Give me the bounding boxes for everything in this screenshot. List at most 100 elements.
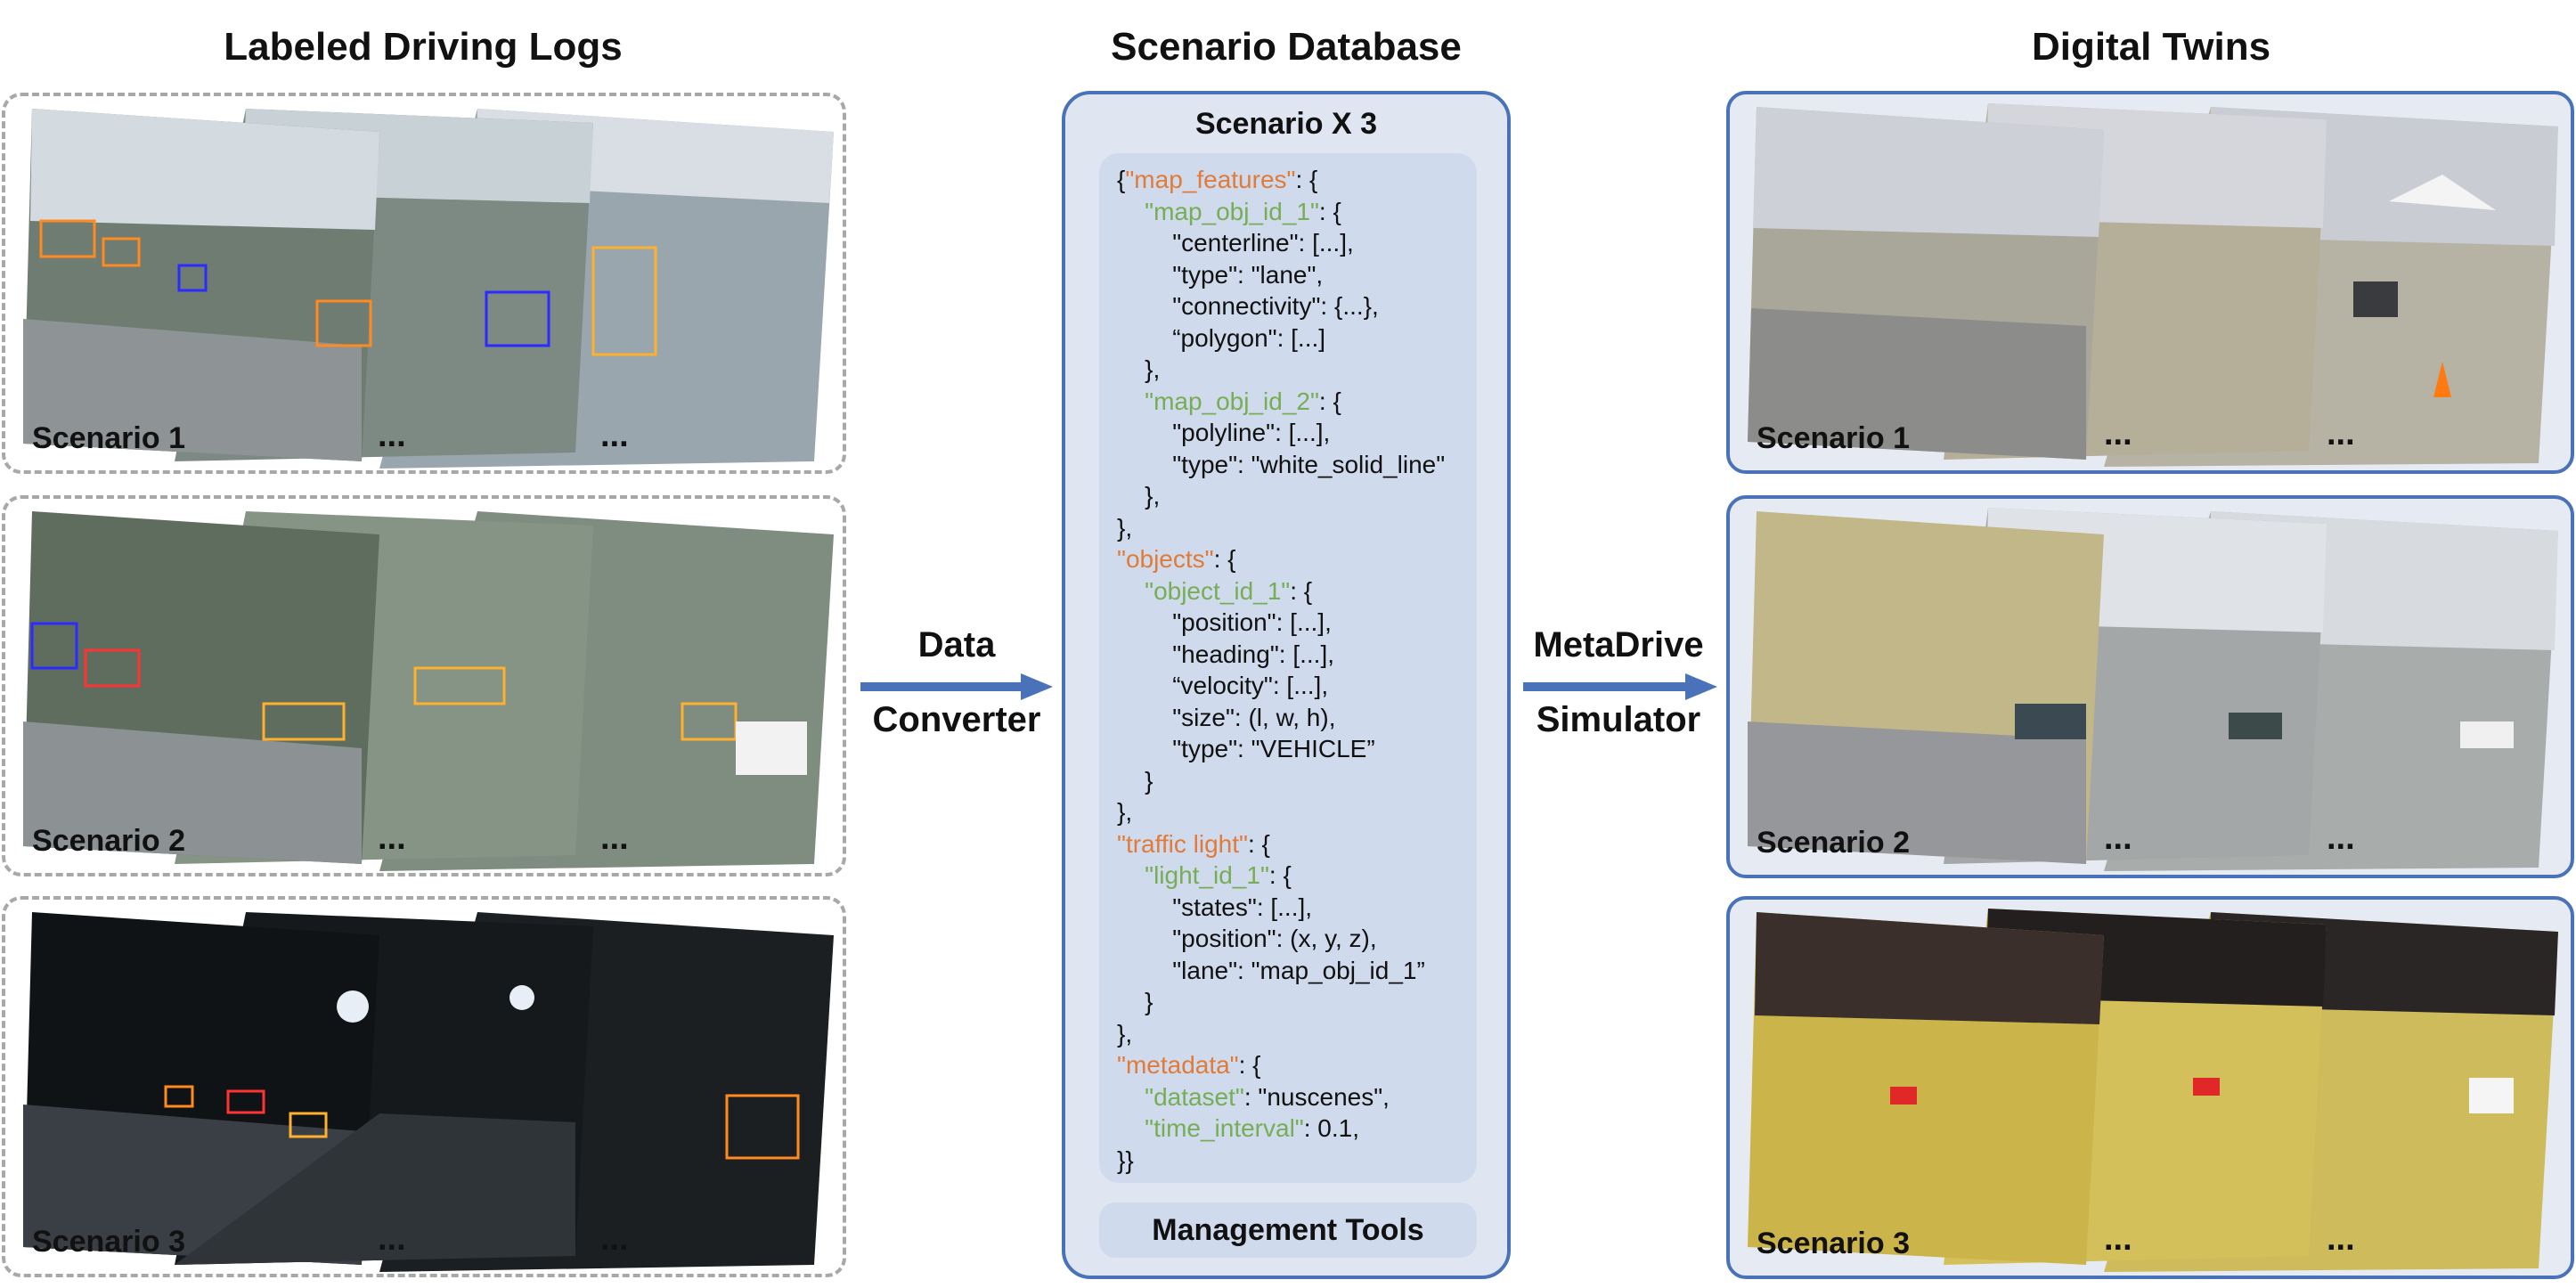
code-text: "states": [...], [1117, 893, 1313, 921]
code-text: : "nuscenes", [1243, 1082, 1390, 1111]
nested-key: "map_obj_id_1" [1145, 197, 1319, 225]
ellipsis-marker: ... [2327, 1220, 2355, 1258]
code-text: : { [1318, 387, 1341, 415]
code-text: : { [1238, 1051, 1261, 1079]
data-converter-label-line1: Data [917, 625, 996, 664]
code-text: : { [1213, 545, 1236, 573]
scenario-label-log-3: Scenario 3 [32, 1225, 185, 1259]
code-text: "type": "white_solid_line" [1117, 450, 1446, 478]
scenario-database-panel: Scenario X 3 {"map_features": { "map_obj… [1062, 91, 1511, 1279]
code-line: "time_interval": 0.1, [1117, 1113, 1445, 1145]
top-level-key: "map_features" [1125, 166, 1296, 193]
code-line: "type": "VEHICLE” [1117, 733, 1445, 765]
code-line: “polygon": [...] [1117, 322, 1445, 355]
digital-twin-frames-1 [1748, 103, 2558, 467]
code-line: }, [1117, 796, 1445, 828]
top-level-key: "traffic light" [1117, 829, 1248, 858]
code-line: } [1117, 765, 1445, 797]
digital-twin-panel-3: Scenario 3 ... ... [1726, 896, 2574, 1279]
code-text: "position": [...], [1117, 608, 1332, 636]
digital-twin-panel-1: Scenario 1 ... ... [1726, 91, 2574, 474]
driving-log-frames-2 [23, 511, 834, 871]
code-text: }, [1117, 798, 1133, 826]
ellipsis-marker: ... [600, 819, 629, 857]
code-line: "position": (x, y, z), [1117, 923, 1445, 955]
code-text: } [1117, 988, 1153, 1015]
code-line: "lane": "map_obj_id_1” [1117, 955, 1445, 987]
code-line: "states": [...], [1117, 892, 1445, 924]
code-line: "map_obj_id_2": { [1117, 386, 1445, 418]
code-line: "traffic light": { [1117, 828, 1445, 860]
management-tools-box: Management Tools [1099, 1202, 1477, 1258]
arrow-to-digital-twins [1523, 673, 1717, 700]
driving-log-frames-3 [23, 912, 834, 1272]
code-text: : { [1268, 861, 1292, 889]
code-line: "objects": { [1117, 543, 1445, 575]
code-text: }} [1117, 1145, 1134, 1174]
ellipsis-marker: ... [2104, 415, 2132, 452]
top-level-key: "objects" [1117, 545, 1214, 573]
code-line: "light_id_1": { [1117, 860, 1445, 892]
code-text [1117, 1083, 1145, 1111]
code-line: {"map_features": { [1117, 164, 1445, 196]
nested-key: "light_id_1" [1145, 861, 1269, 889]
code-line: "centerline": [...], [1117, 227, 1445, 259]
code-text: "heading": [...], [1117, 640, 1335, 668]
code-line: "polyline": [...], [1117, 417, 1445, 449]
code-text [1117, 1114, 1145, 1142]
digital-twin-panel-2: Scenario 2 ... ... [1726, 495, 2574, 878]
top-level-key: "metadata" [1117, 1051, 1239, 1079]
code-text [1117, 861, 1145, 889]
code-text: : { [1290, 576, 1313, 605]
code-text: "type": "VEHICLE” [1117, 735, 1375, 762]
code-text: “polygon": [...] [1117, 323, 1326, 352]
code-line: }, [1117, 354, 1445, 386]
code-text: : { [1295, 166, 1318, 193]
data-converter-label-line2: Converter [872, 700, 1041, 739]
code-text: : { [1318, 197, 1341, 225]
code-line: }, [1117, 1018, 1445, 1050]
code-text: { [1117, 166, 1126, 193]
arrow-to-database [860, 673, 1053, 700]
code-text: }, [1117, 482, 1161, 509]
ellipsis-marker: ... [2327, 819, 2355, 857]
digital-twin-frames-2 [1748, 508, 2558, 871]
code-line: } [1117, 986, 1445, 1018]
code-text: : { [1247, 829, 1270, 858]
driving-log-panel-2: Scenario 2 ... ... [2, 495, 846, 876]
scenario-label-log-1: Scenario 1 [32, 421, 185, 455]
code-line: “velocity": [...], [1117, 670, 1445, 702]
ellipsis-marker: ... [378, 417, 406, 454]
code-text: "connectivity": {...}, [1117, 292, 1379, 320]
code-text: "position": (x, y, z), [1117, 925, 1377, 952]
nested-key: "time_interval" [1145, 1114, 1304, 1142]
scenario-label-twin-2: Scenario 2 [1757, 826, 1910, 860]
code-text: "centerline": [...], [1117, 229, 1354, 257]
ellipsis-marker: ... [600, 1220, 629, 1258]
scenario-label-log-2: Scenario 2 [32, 824, 185, 858]
code-text: }, [1117, 1019, 1133, 1048]
ellipsis-marker: ... [2104, 1220, 2132, 1258]
code-line: }, [1117, 512, 1445, 544]
scenario-label-twin-3: Scenario 3 [1757, 1227, 1910, 1260]
ellipsis-marker: ... [2104, 819, 2132, 857]
scenario-json-box: {"map_features": { "map_obj_id_1": { "ce… [1099, 153, 1477, 1183]
code-line: }, [1117, 480, 1445, 512]
code-line: "connectivity": {...}, [1117, 290, 1445, 322]
ellipsis-marker: ... [378, 1220, 406, 1258]
code-text: “velocity": [...], [1117, 672, 1329, 699]
driving-log-panel-3: Scenario 3 ... ... [2, 896, 846, 1277]
code-text [1117, 198, 1145, 225]
code-text: "lane": "map_obj_id_1” [1117, 956, 1425, 984]
left-column-title: Labeled Driving Logs [224, 25, 623, 69]
code-text: "size": (l, w, h), [1117, 703, 1336, 731]
driving-log-frames-1 [23, 109, 834, 469]
code-text: "type": "lane", [1117, 260, 1324, 289]
scenario-json-code: {"map_features": { "map_obj_id_1": { "ce… [1117, 164, 1445, 1176]
code-line: }} [1117, 1145, 1445, 1177]
middle-column-title: Scenario Database [1111, 25, 1462, 69]
ellipsis-marker: ... [600, 417, 629, 454]
nested-key: "dataset" [1145, 1082, 1244, 1111]
nested-key: "object_id_1" [1145, 576, 1291, 605]
code-text: } [1117, 766, 1153, 795]
